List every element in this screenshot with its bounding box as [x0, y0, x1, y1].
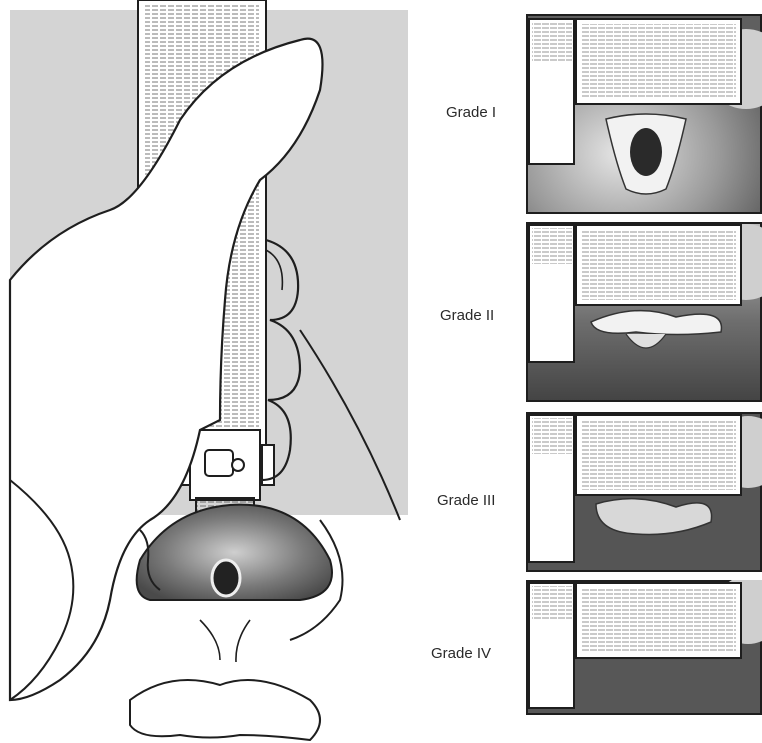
grade-label-3: Grade III — [437, 492, 495, 509]
laryngoscope-hand-illustration — [0, 0, 420, 743]
grade-label-2: Grade II — [440, 307, 494, 324]
grade-2-panel — [526, 222, 762, 402]
grade-4-panel — [526, 580, 762, 715]
grade-label-1: Grade I — [446, 104, 496, 121]
chin — [130, 680, 320, 740]
grade-1-panel — [526, 14, 762, 214]
grade-label-4: Grade IV — [431, 645, 491, 662]
glottis — [212, 560, 240, 596]
grade-3-panel — [526, 412, 762, 572]
